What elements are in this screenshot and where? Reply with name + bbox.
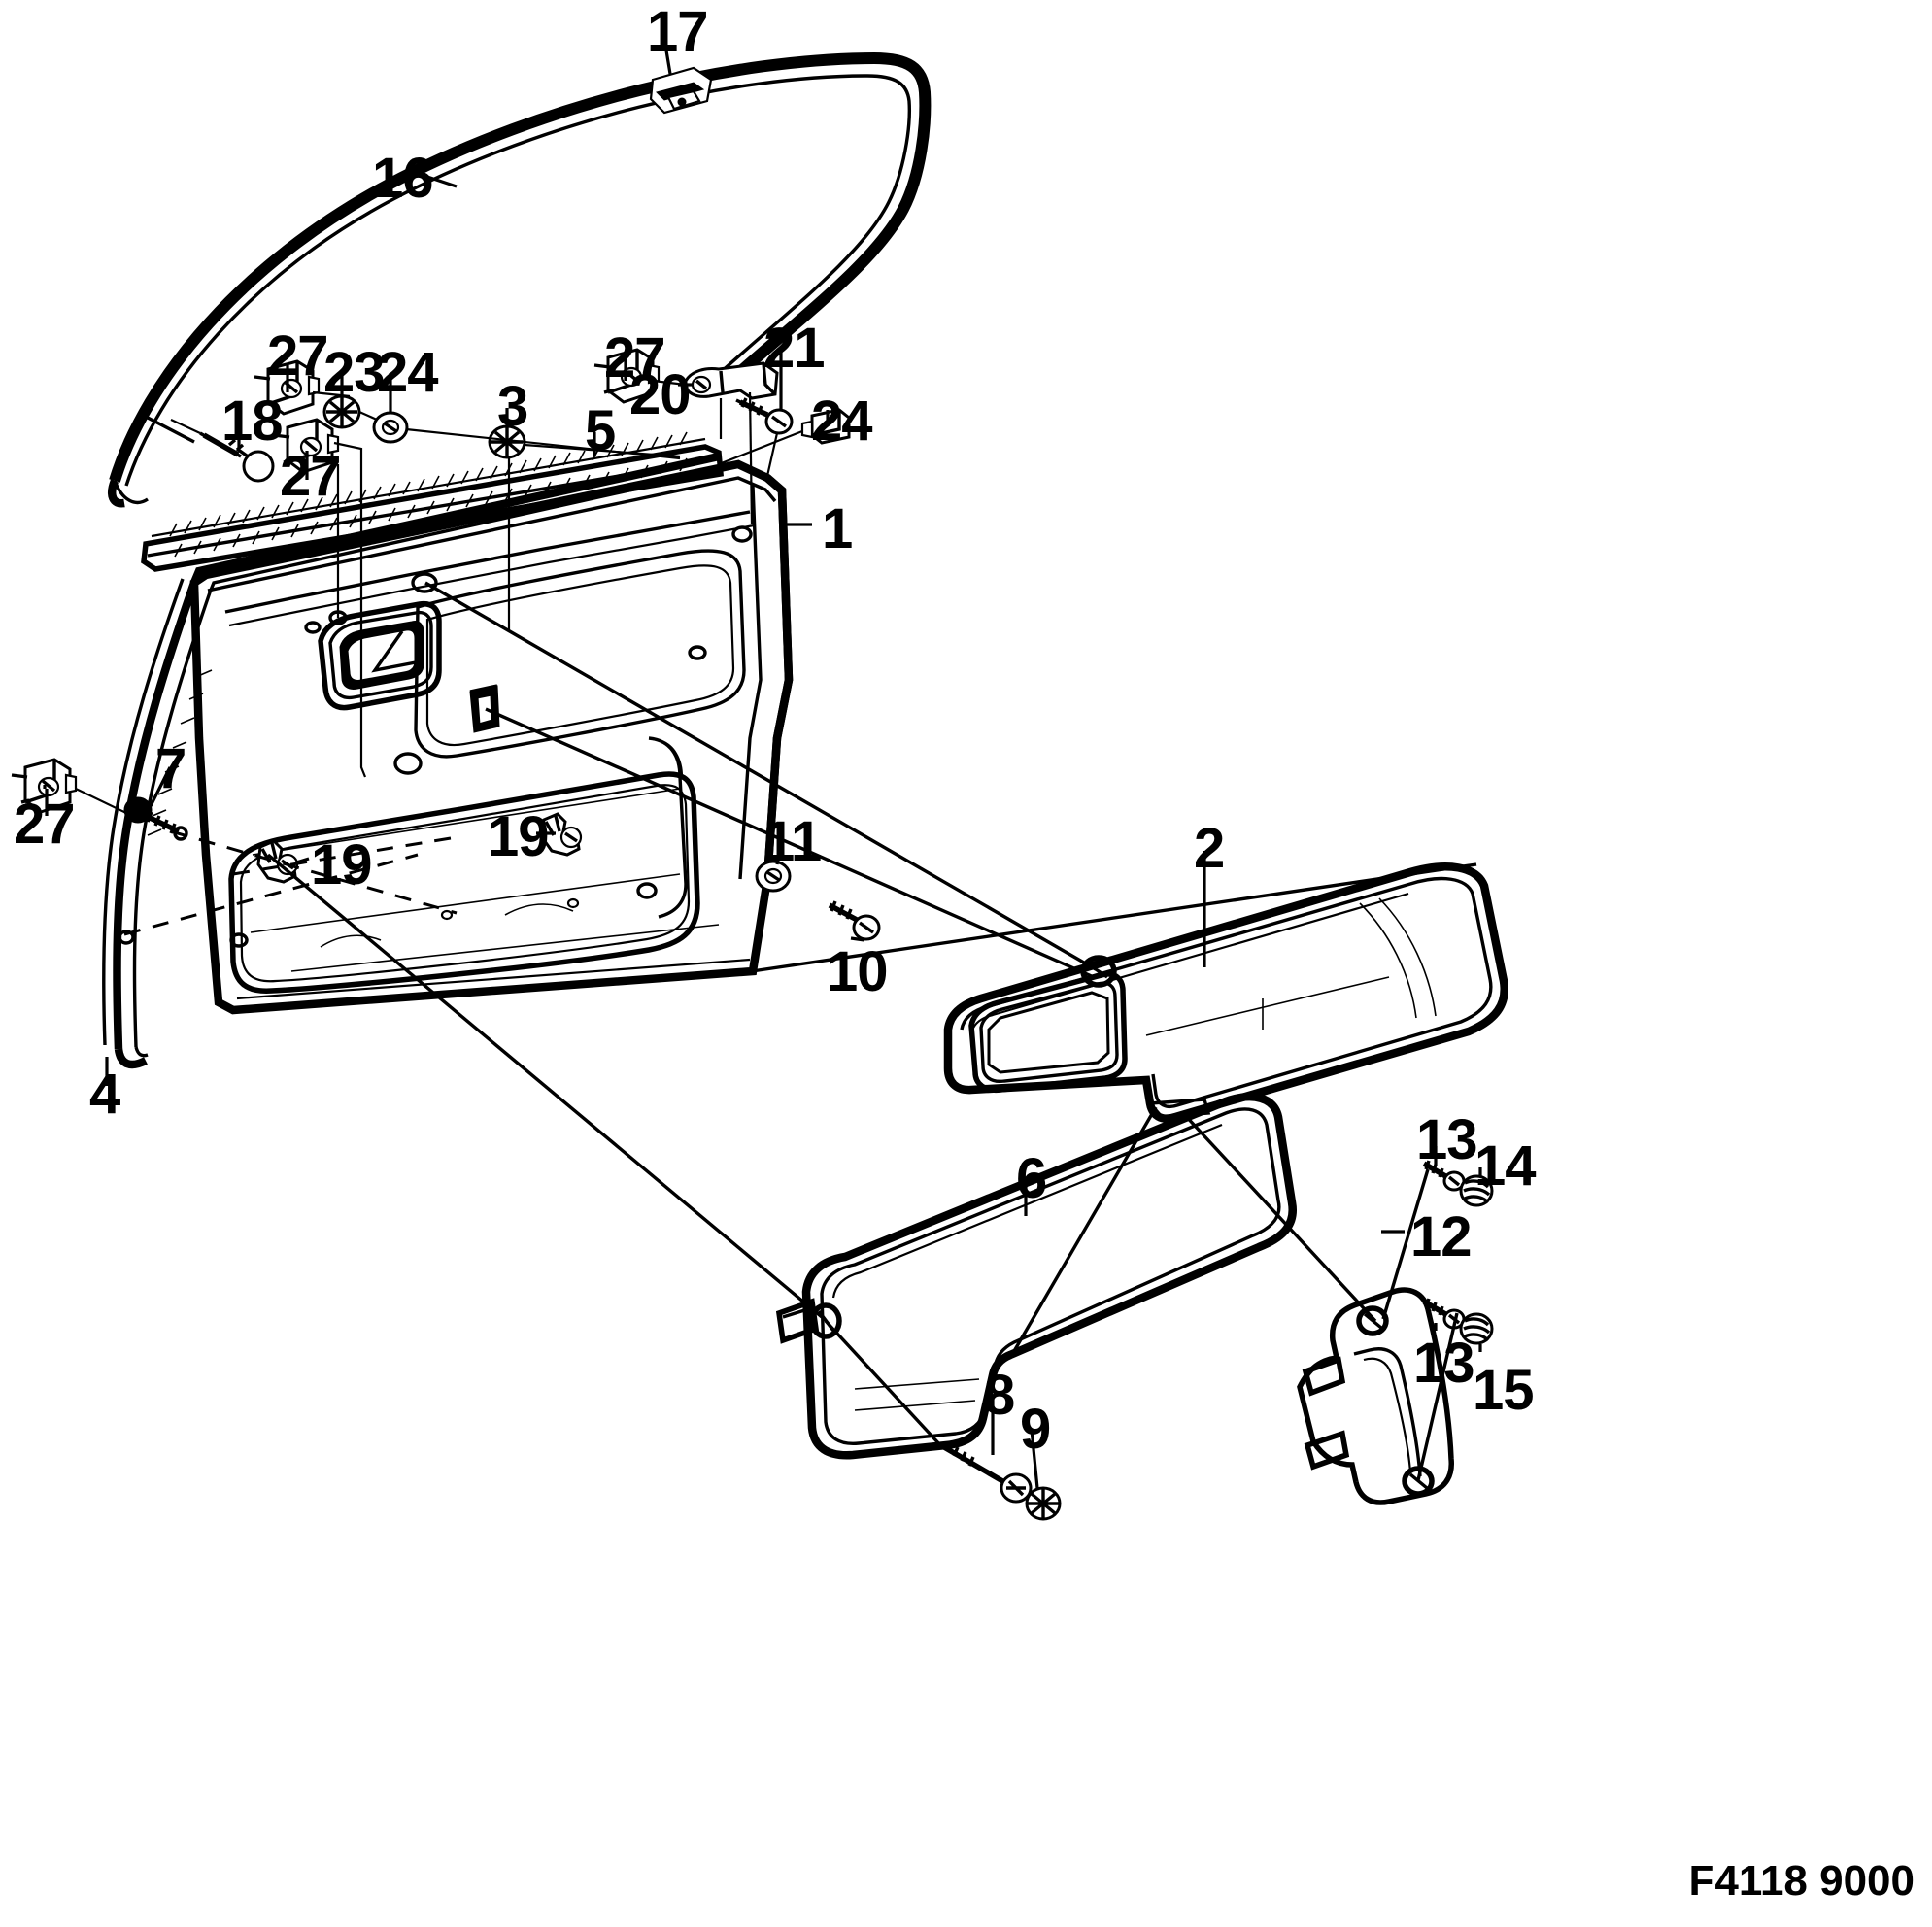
part-15-cover-cap: [1459, 1312, 1494, 1345]
part-9-nut: [1025, 1486, 1062, 1521]
part-18-pin: [199, 431, 275, 483]
callout-17: 17: [647, 0, 709, 63]
callout-4: 4: [89, 1063, 120, 1126]
callout-13-top: 13: [1416, 1108, 1478, 1171]
callout-19-left: 19: [311, 833, 373, 896]
part-23-grommet: [322, 394, 361, 429]
part-2-upper-trim-panel: [943, 862, 1508, 1123]
callout-20: 20: [629, 363, 692, 426]
callout-12: 12: [1410, 1205, 1473, 1268]
part-24-cover-cap: [800, 408, 851, 445]
dashed-alignment-lines: [123, 829, 458, 936]
part-5-window-scraper-seal: [141, 431, 724, 572]
callout-9: 9: [1020, 1398, 1051, 1461]
callout-13-bottom: 13: [1413, 1332, 1475, 1395]
callout-14: 14: [1474, 1134, 1537, 1198]
callout-16: 16: [372, 147, 434, 210]
part-27-clip-a: [254, 359, 321, 416]
part-24-washer: [372, 411, 409, 444]
part-27-clip-d: [11, 758, 78, 814]
part-16-window-frame-weatherstrip: [108, 51, 932, 508]
callout-8: 8: [984, 1364, 1015, 1427]
part-17-frame-clip: [649, 66, 713, 115]
part-6-sun-visor: [775, 1093, 1297, 1460]
part-21-screw: [735, 397, 794, 435]
part-8-pivot-screw: [939, 1443, 1033, 1504]
callout-27-left2: 27: [280, 445, 342, 508]
callout-19-mid: 19: [488, 805, 550, 868]
callout-2: 2: [1194, 817, 1225, 880]
callout-1: 1: [822, 497, 853, 560]
callout-24-left: 24: [377, 341, 439, 404]
callout-11: 11: [763, 810, 822, 873]
callout-6: 6: [1016, 1147, 1047, 1210]
figure-code: F4118 9000: [1688, 1857, 1915, 1905]
callout-18: 18: [221, 389, 284, 453]
part-20-mirror-bracket: [684, 361, 779, 400]
part-10-screw: [828, 900, 881, 941]
callout-23: 23: [323, 341, 386, 404]
callout-21: 21: [763, 317, 826, 380]
callout-3: 3: [497, 375, 528, 438]
callout-15: 15: [1473, 1359, 1535, 1422]
callout-27-far-left: 27: [14, 793, 76, 856]
part-1-door-trim-panel: [118, 459, 794, 1015]
part-14-cover-cap: [1459, 1174, 1494, 1207]
leader-lines: [43, 50, 1482, 1489]
assembly-reference-lines: [75, 379, 1477, 1481]
part-12-grab-handle: [1297, 1287, 1454, 1505]
part-7-screw: [123, 796, 188, 841]
callout-7: 7: [155, 737, 186, 800]
callout-27-top: 27: [604, 326, 666, 389]
callout-10: 10: [827, 940, 889, 1003]
callout-24-right: 24: [811, 389, 873, 453]
callout-27-left: 27: [267, 324, 329, 388]
part-11-washer: [755, 860, 792, 893]
callout-5: 5: [585, 399, 616, 462]
